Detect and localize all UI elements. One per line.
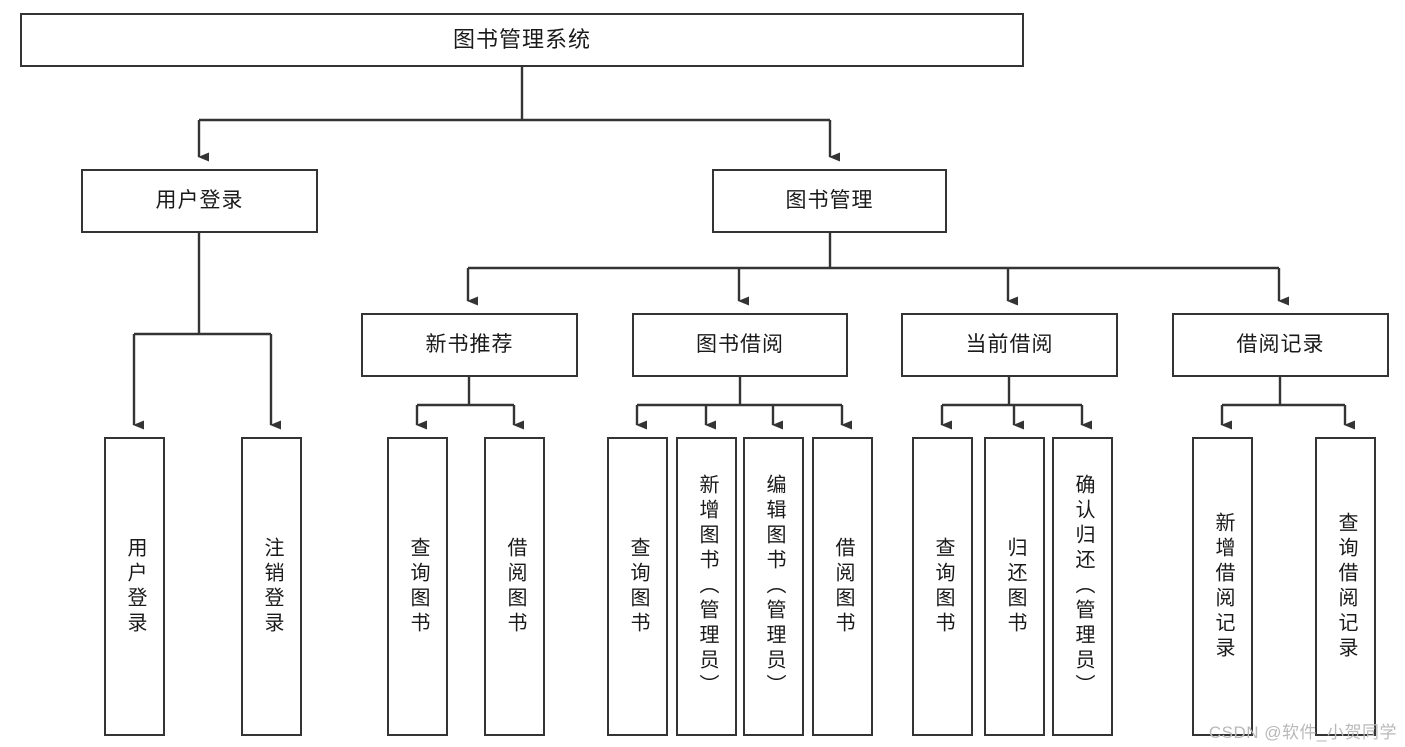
node-leaf-query-book-3[interactable]: 查询图书 — [912, 437, 973, 736]
node-leaf-add-book[interactable]: 新增图书（管理员） — [676, 437, 737, 736]
node-leaf-return-book[interactable]: 归还图书 — [984, 437, 1045, 736]
node-leaf-query-record[interactable]: 查询借阅记录 — [1315, 437, 1376, 736]
node-leaf-query-book-1[interactable]: 查询图书 — [387, 437, 448, 736]
node-new-book-recommend[interactable]: 新书推荐 — [361, 313, 578, 377]
csdn-watermark: CSDN @软件_小贺同学 — [1208, 723, 1397, 742]
node-root-system[interactable]: 图书管理系统 — [20, 13, 1024, 67]
node-current-borrow[interactable]: 当前借阅 — [901, 313, 1118, 377]
node-user-login[interactable]: 用户登录 — [81, 169, 318, 233]
node-leaf-edit-book[interactable]: 编辑图书（管理员） — [743, 437, 804, 736]
node-leaf-borrow-book-2[interactable]: 借阅图书 — [812, 437, 873, 736]
node-book-borrow[interactable]: 图书借阅 — [632, 313, 848, 377]
node-leaf-user-logout[interactable]: 注销登录 — [241, 437, 302, 736]
node-borrow-record[interactable]: 借阅记录 — [1172, 313, 1389, 377]
node-book-manage[interactable]: 图书管理 — [712, 169, 947, 233]
node-leaf-borrow-book-1[interactable]: 借阅图书 — [484, 437, 545, 736]
node-leaf-user-login[interactable]: 用户登录 — [104, 437, 165, 736]
node-leaf-add-record[interactable]: 新增借阅记录 — [1192, 437, 1253, 736]
node-leaf-query-book-2[interactable]: 查询图书 — [607, 437, 668, 736]
node-leaf-confirm-return[interactable]: 确认归还（管理员） — [1052, 437, 1113, 736]
